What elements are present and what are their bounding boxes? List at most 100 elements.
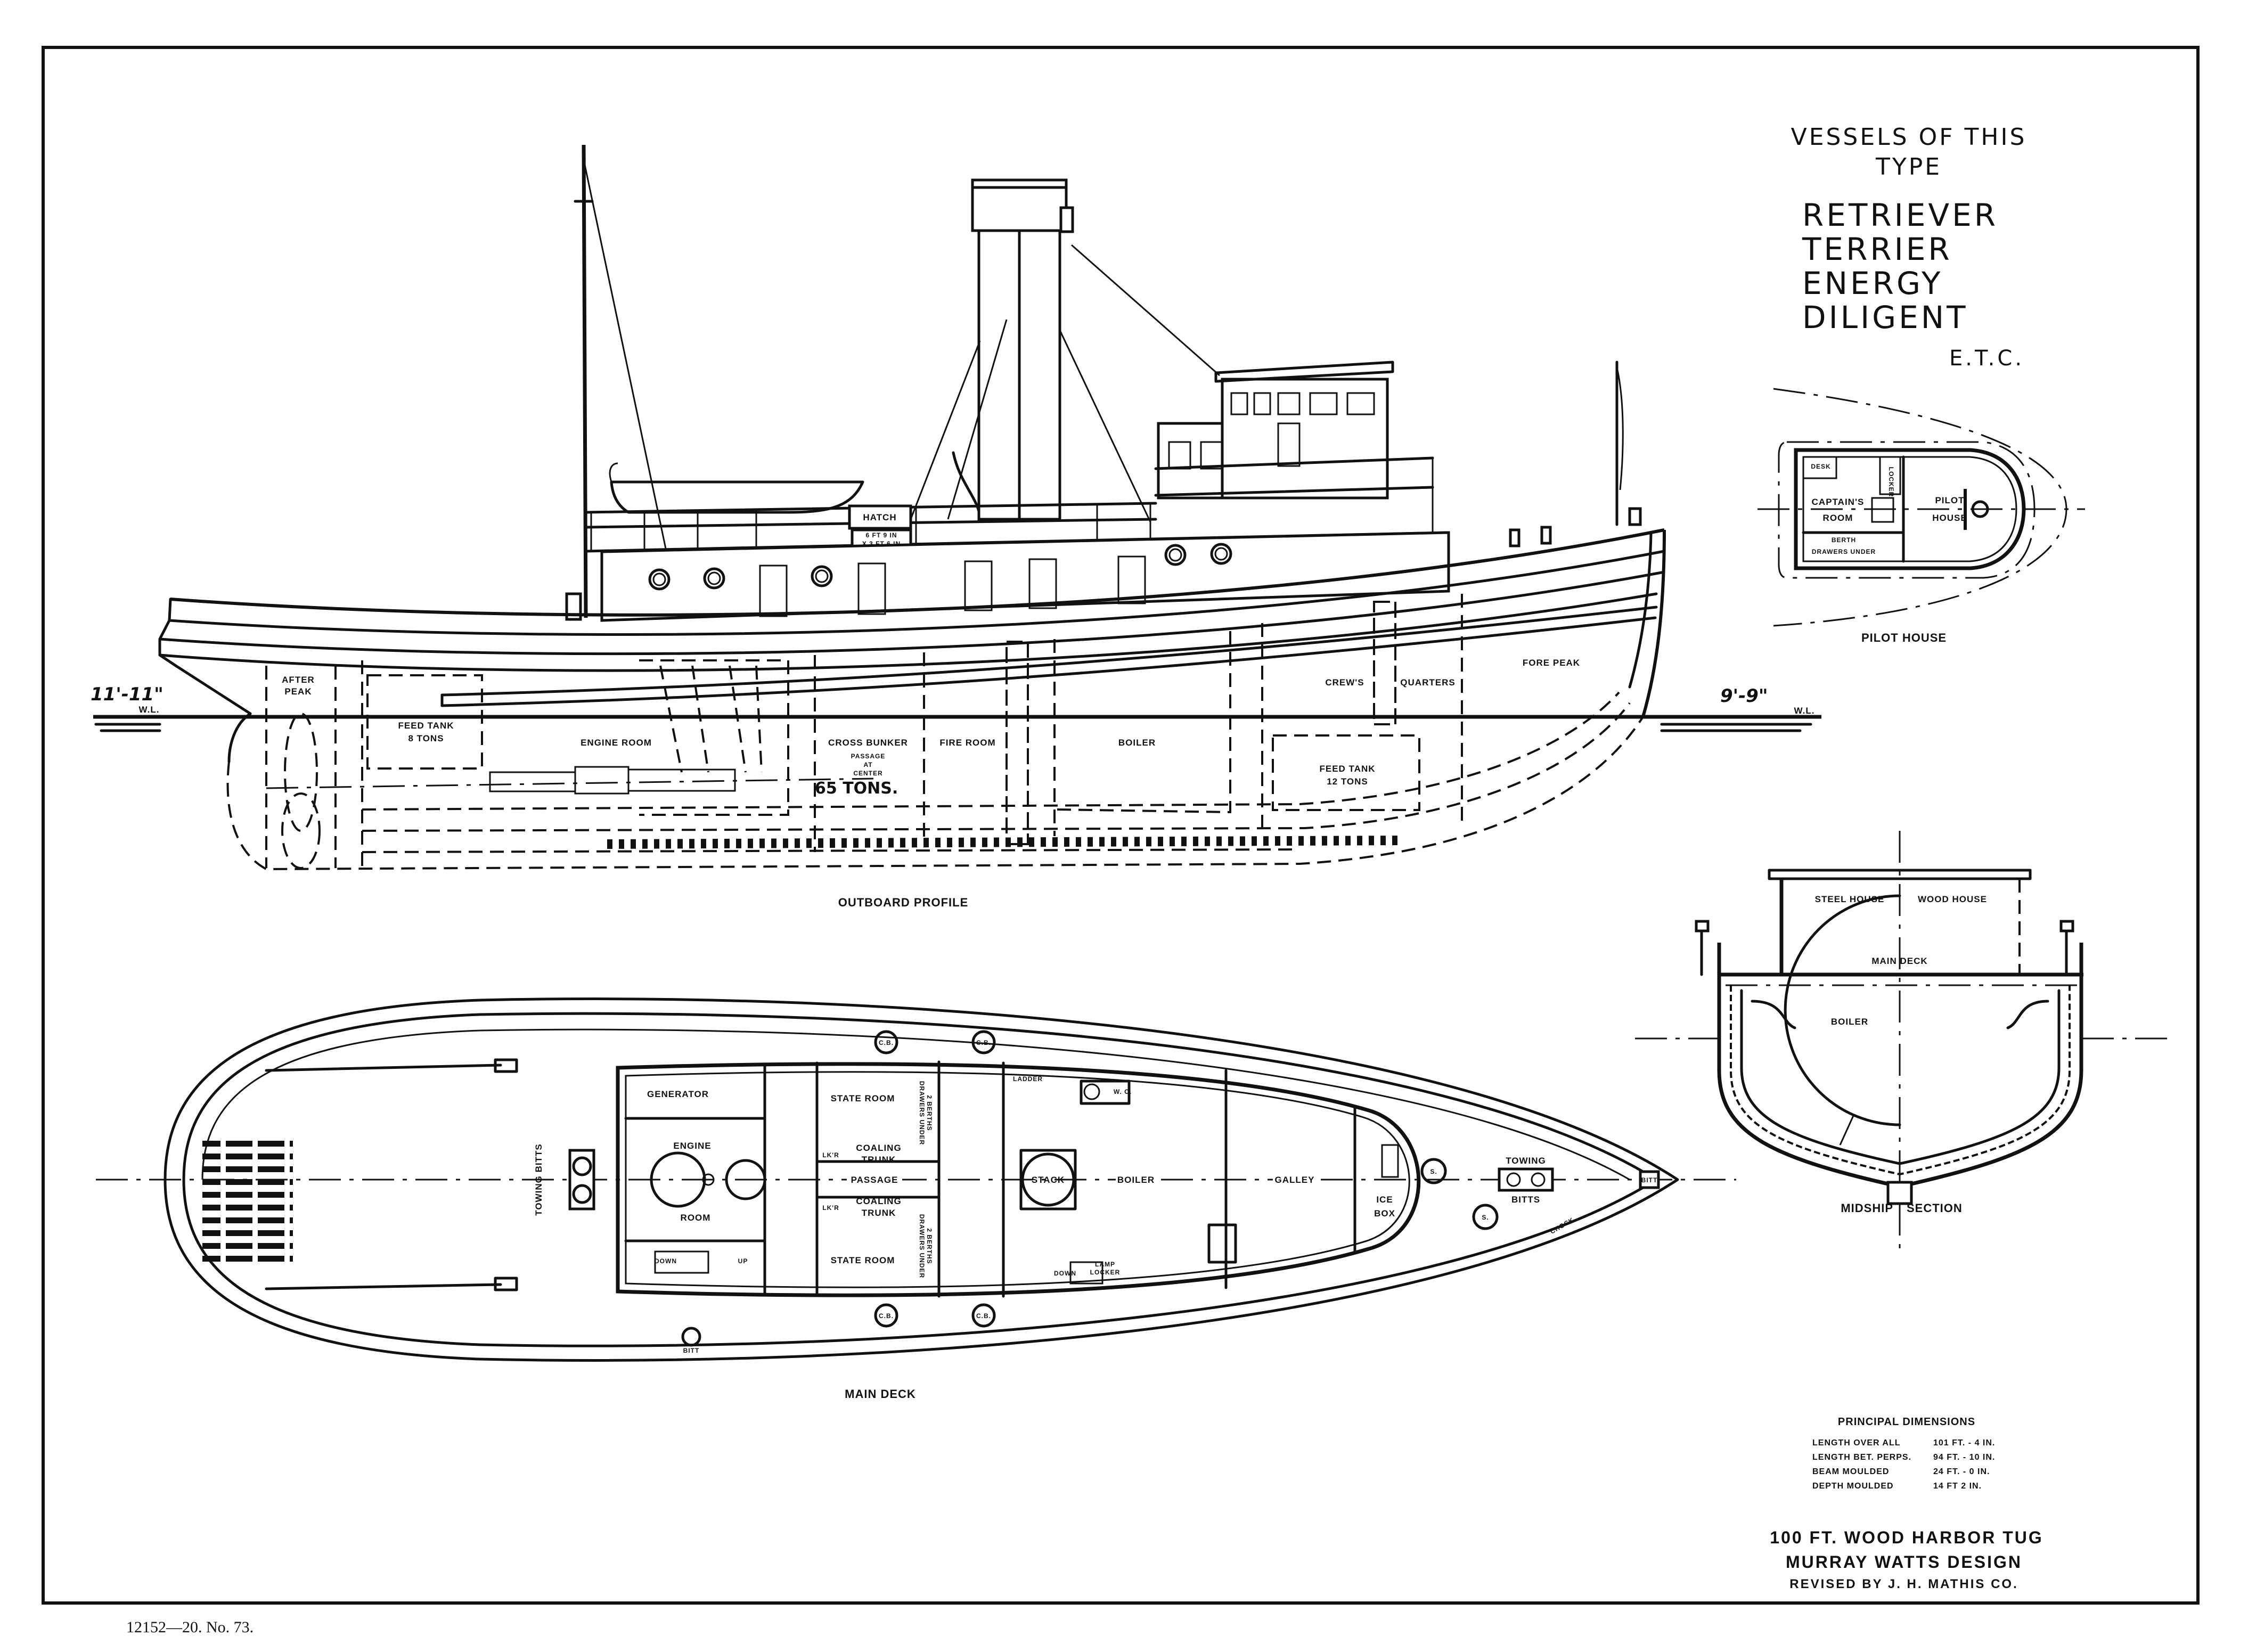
draft-fwd: 9'-9" bbox=[1720, 685, 1768, 707]
svg-text:W.L.: W.L. bbox=[139, 705, 160, 715]
sheet-border bbox=[42, 46, 2200, 1605]
svg-text:HOUSE: HOUSE bbox=[1932, 513, 1967, 523]
svg-text:8 TONS: 8 TONS bbox=[408, 733, 444, 743]
svg-text:12 TONS: 12 TONS bbox=[1327, 776, 1368, 787]
dimension-value: 14 FT 2 IN. bbox=[1933, 1482, 1982, 1491]
svg-text:FIRE ROOM: FIRE ROOM bbox=[939, 738, 995, 748]
svg-text:BOILER: BOILER bbox=[1117, 1175, 1155, 1185]
svg-text:COALING: COALING bbox=[856, 1143, 901, 1153]
pilot-house-plan: DESK LOCKER CAPTAIN'S ROOM PILOT HOUSE B… bbox=[1757, 388, 2085, 644]
vessel-name: TERRIER bbox=[1802, 231, 1952, 267]
svg-text:ENGINE: ENGINE bbox=[673, 1141, 711, 1151]
svg-text:TOWING: TOWING bbox=[1506, 1156, 1546, 1166]
dimension-label: BEAM MOULDED bbox=[1812, 1467, 1889, 1476]
svg-text:S.: S. bbox=[1482, 1214, 1489, 1221]
svg-text:BITTS: BITTS bbox=[1511, 1195, 1540, 1205]
svg-text:DOWN: DOWN bbox=[1054, 1270, 1076, 1277]
doors bbox=[759, 555, 1146, 617]
dimension-label: LENGTH BET. PERPS. bbox=[1812, 1453, 1911, 1462]
principal-dimensions: PRINCIPAL DIMENSIONS LENGTH OVER ALL 101… bbox=[1812, 1416, 1995, 1491]
svg-text:STACK: STACK bbox=[1032, 1175, 1065, 1185]
mast bbox=[582, 144, 588, 618]
svg-text:STEEL HOUSE: STEEL HOUSE bbox=[1815, 894, 1885, 904]
sheet-number: 12152—20. No. 73. bbox=[126, 1618, 254, 1636]
svg-text:TRUNK: TRUNK bbox=[862, 1155, 896, 1165]
svg-text:ROOM: ROOM bbox=[681, 1213, 711, 1223]
svg-text:FEED TANK: FEED TANK bbox=[1319, 764, 1375, 774]
svg-text:MIDSHIP: MIDSHIP bbox=[1841, 1201, 1893, 1215]
svg-text:BOX: BOX bbox=[1374, 1208, 1395, 1218]
svg-text:65 TONS.: 65 TONS. bbox=[815, 779, 898, 798]
dimension-value: 24 FT. - 0 IN. bbox=[1933, 1467, 1990, 1476]
svg-text:BOILER: BOILER bbox=[1831, 1017, 1868, 1027]
hatch-label: HATCH bbox=[863, 512, 896, 522]
svg-text:STATE ROOM: STATE ROOM bbox=[831, 1255, 895, 1265]
svg-text:CREW'S: CREW'S bbox=[1325, 677, 1364, 688]
pilot-house bbox=[1221, 378, 1389, 500]
svg-text:GALLEY: GALLEY bbox=[1275, 1175, 1315, 1185]
propeller-shaft bbox=[266, 778, 874, 789]
svg-text:MAIN DECK: MAIN DECK bbox=[1871, 956, 1927, 966]
svg-text:2 BERTHS: 2 BERTHS bbox=[926, 1228, 933, 1264]
outboard-profile: HATCH 6 FT 9 IN X 3 FT 6 IN bbox=[91, 144, 1821, 909]
svg-text:LAMP: LAMP bbox=[1095, 1261, 1115, 1268]
svg-text:C.B.: C.B. bbox=[879, 1312, 894, 1320]
svg-text:LK'R: LK'R bbox=[822, 1151, 839, 1159]
svg-text:BITT: BITT bbox=[683, 1347, 700, 1354]
main-deckhouse bbox=[600, 531, 1450, 622]
svg-text:SECTION: SECTION bbox=[1907, 1201, 1963, 1215]
dimension-label: DEPTH MOULDED bbox=[1812, 1482, 1894, 1491]
svg-text:DRAWERS UNDER: DRAWERS UNDER bbox=[1812, 548, 1876, 555]
midship-section: STEEL HOUSE WOOD HOUSE MAIN DECK BOILER … bbox=[1635, 831, 2173, 1257]
vessels-heading-type: TYPE bbox=[1875, 153, 1942, 181]
svg-text:QUARTERS: QUARTERS bbox=[1400, 677, 1455, 688]
main-deck-plan: TOWING BITTS C bbox=[96, 997, 1736, 1401]
propeller bbox=[284, 713, 318, 832]
svg-text:LOCKER: LOCKER bbox=[1090, 1269, 1121, 1276]
wheel-icon bbox=[1971, 500, 1989, 518]
stack-plan bbox=[1021, 1152, 1075, 1207]
svg-text:C.B.: C.B. bbox=[976, 1039, 991, 1046]
underwater-hull bbox=[226, 716, 1644, 871]
svg-text:C.B.: C.B. bbox=[879, 1039, 894, 1046]
pilot-house-title: PILOT HOUSE bbox=[1861, 631, 1947, 644]
svg-text:CAPTAIN'S: CAPTAIN'S bbox=[1812, 497, 1865, 507]
vessel-name: RETRIEVER bbox=[1802, 197, 1998, 233]
vessel-name: ENERGY bbox=[1802, 265, 1943, 301]
bow-stem bbox=[1641, 529, 1666, 717]
svg-text:DRAWERS UNDER: DRAWERS UNDER bbox=[918, 1214, 926, 1278]
svg-text:BERTH: BERTH bbox=[1832, 536, 1856, 544]
dimension-label: LENGTH OVER ALL bbox=[1812, 1438, 1901, 1447]
svg-text:S.: S. bbox=[1430, 1168, 1437, 1175]
svg-text:CENTER: CENTER bbox=[853, 770, 882, 777]
svg-text:UP: UP bbox=[738, 1257, 748, 1265]
svg-text:TRUNK: TRUNK bbox=[862, 1208, 896, 1218]
svg-text:ICE: ICE bbox=[1376, 1195, 1393, 1205]
svg-text:W. C.: W. C. bbox=[1114, 1088, 1132, 1095]
svg-text:C.B.: C.B. bbox=[976, 1312, 991, 1320]
svg-text:PASSAGE: PASSAGE bbox=[851, 753, 886, 760]
dimension-value: 101 FT. - 4 IN. bbox=[1933, 1438, 1995, 1447]
svg-text:DESK: DESK bbox=[1811, 463, 1830, 470]
svg-text:AT: AT bbox=[863, 761, 872, 768]
revised-by: REVISED BY J. H. MATHIS CO. bbox=[1789, 1577, 2018, 1591]
svg-text:LOCKER: LOCKER bbox=[1887, 467, 1895, 497]
svg-text:ENGINE ROOM: ENGINE ROOM bbox=[581, 738, 652, 748]
vessels-list: VESSELS OF THIS TYPE RETRIEVER TERRIER E… bbox=[1791, 124, 2025, 371]
svg-text:LK'R: LK'R bbox=[822, 1204, 839, 1212]
svg-text:PILOT: PILOT bbox=[1935, 495, 1964, 505]
designer: MURRAY WATTS DESIGN bbox=[1786, 1552, 2022, 1572]
drawing-title: 100 FT. WOOD HARBOR TUG bbox=[1770, 1528, 2043, 1547]
lifeboat bbox=[610, 480, 864, 514]
hull-sheer bbox=[170, 528, 1665, 617]
svg-text:LADDER: LADDER bbox=[1013, 1075, 1043, 1083]
deck-fittings: C.B. C.B. C.B. C.B. S. S. bbox=[681, 1030, 1660, 1347]
svg-text:AFTER: AFTER bbox=[282, 675, 315, 685]
bulkheads bbox=[361, 594, 1463, 868]
title-block: 100 FT. WOOD HARBOR TUG MURRAY WATTS DES… bbox=[1770, 1528, 2043, 1591]
vessel-etc: E.T.C. bbox=[1949, 346, 2024, 371]
svg-text:GENERATOR: GENERATOR bbox=[647, 1089, 709, 1099]
deckhouse-outline bbox=[616, 1062, 1421, 1297]
svg-text:2 BERTHS: 2 BERTHS bbox=[926, 1095, 933, 1131]
svg-text:PEAK: PEAK bbox=[284, 686, 312, 697]
